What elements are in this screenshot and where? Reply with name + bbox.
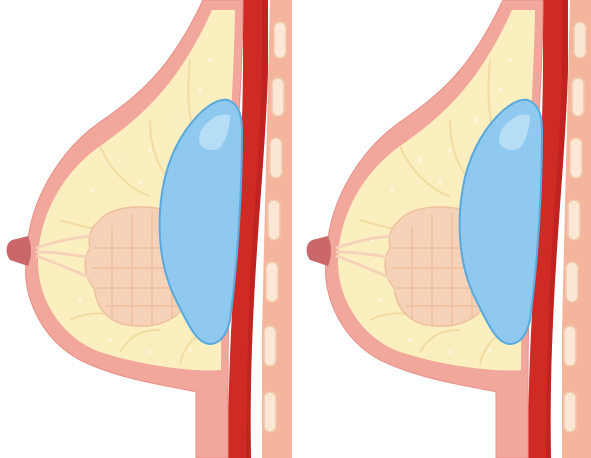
breast-cross-section-icon [0, 0, 591, 458]
breast-implant-diagram [0, 0, 591, 458]
